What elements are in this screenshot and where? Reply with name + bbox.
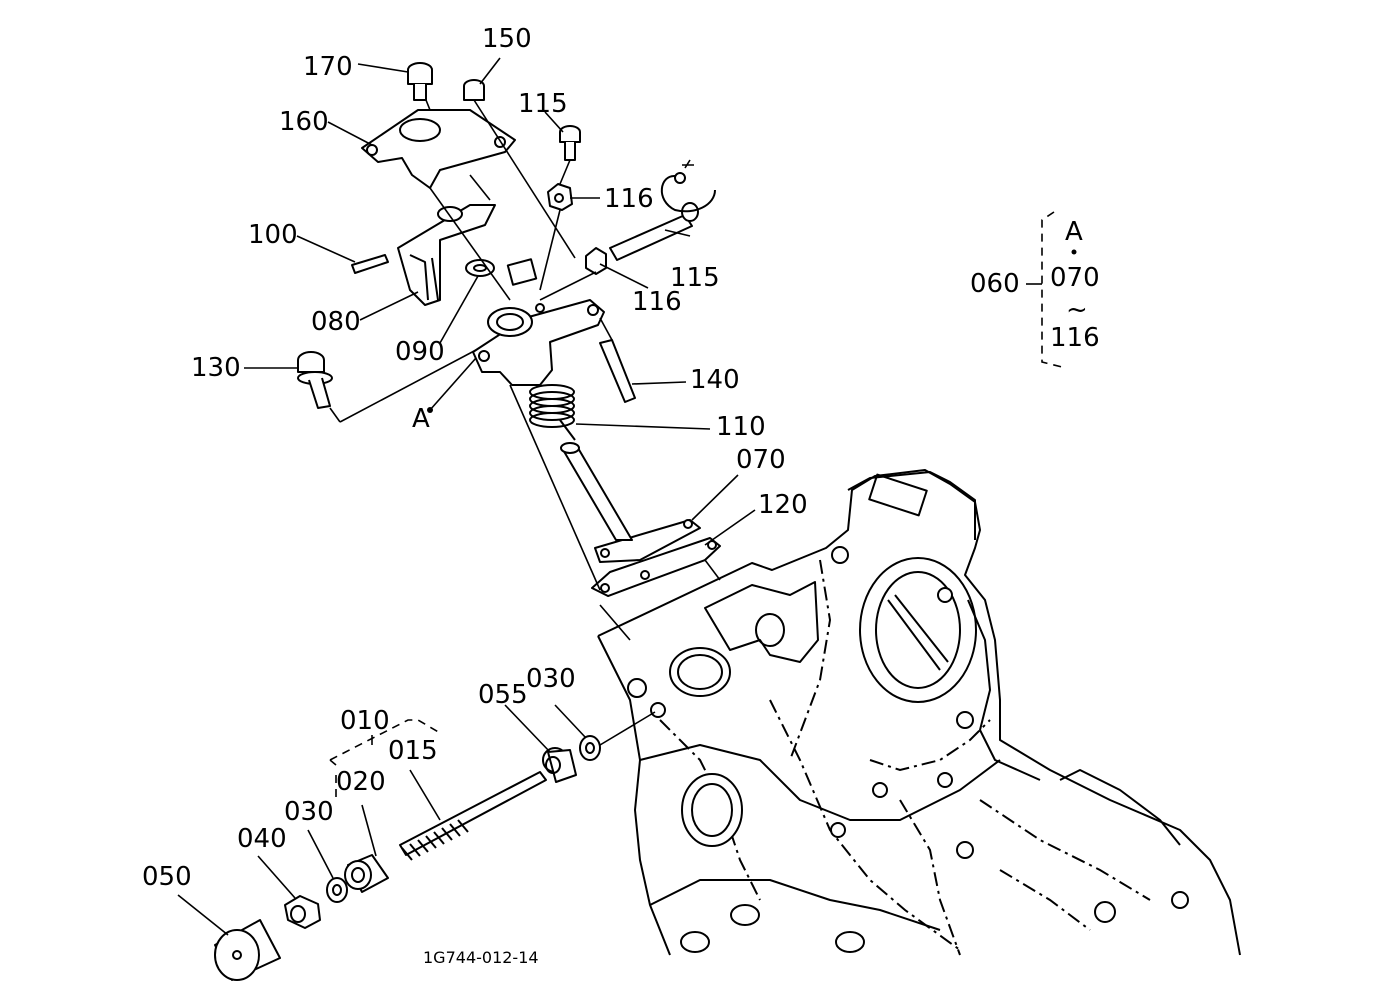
label-055: 055 bbox=[478, 680, 528, 710]
label-040: 040 bbox=[237, 824, 287, 854]
label-100: 100 bbox=[248, 220, 298, 250]
washer-030-lower bbox=[326, 877, 348, 903]
label-170: 170 bbox=[303, 52, 353, 82]
group-bracket-060 bbox=[1026, 211, 1077, 369]
stud-140 bbox=[599, 339, 636, 403]
label-116-lower: 116 bbox=[632, 287, 682, 317]
label-150: 150 bbox=[482, 24, 532, 54]
nut-116-lower bbox=[585, 247, 607, 275]
label-160: 160 bbox=[279, 107, 329, 137]
label-020: 020 bbox=[336, 767, 386, 797]
label-030-upper: 030 bbox=[526, 664, 576, 694]
part-labels: 170 150 160 115 116 100 115 116 080 090 … bbox=[142, 24, 1100, 967]
gasket-070 bbox=[594, 519, 701, 563]
sleeve-020 bbox=[344, 854, 389, 893]
group-ref-A: A bbox=[1065, 217, 1083, 247]
leader-lines bbox=[177, 57, 756, 936]
gasket-120 bbox=[591, 537, 721, 597]
label-010: 010 bbox=[340, 706, 390, 736]
group-start-070: 070 bbox=[1050, 263, 1100, 293]
drawing-code: 1G744-012-14 bbox=[423, 948, 539, 967]
label-090: 090 bbox=[395, 337, 445, 367]
stud-150 bbox=[463, 79, 485, 101]
label-140: 140 bbox=[690, 365, 740, 395]
bracket-080 bbox=[397, 204, 496, 306]
label-070: 070 bbox=[736, 445, 786, 475]
group-range-mark: ~ bbox=[1066, 295, 1088, 325]
pin-100 bbox=[351, 254, 389, 274]
label-030-lower: 030 bbox=[284, 797, 334, 827]
washer-090 bbox=[465, 259, 495, 277]
washer-030-upper bbox=[579, 735, 601, 761]
label-110: 110 bbox=[716, 412, 766, 442]
rod-015 bbox=[399, 771, 547, 861]
nut-116-upper bbox=[547, 183, 573, 211]
bolt-170 bbox=[407, 62, 433, 101]
label-015: 015 bbox=[388, 736, 438, 766]
knob-050 bbox=[214, 919, 281, 981]
plate-160 bbox=[361, 109, 516, 189]
assembly-bracket-010 bbox=[329, 719, 441, 800]
label-116-upper: 116 bbox=[604, 184, 654, 214]
bolt-130 bbox=[297, 351, 333, 409]
bolt-115-lower bbox=[609, 159, 716, 261]
label-060: 060 bbox=[970, 269, 1020, 299]
label-A: A bbox=[412, 404, 430, 434]
spring-110 bbox=[529, 384, 576, 441]
label-115-upper: 115 bbox=[518, 89, 568, 119]
governor-shaft bbox=[560, 442, 633, 541]
label-120: 120 bbox=[758, 490, 808, 520]
label-130: 130 bbox=[191, 353, 241, 383]
gear-case-housing bbox=[597, 469, 1241, 956]
label-050: 050 bbox=[142, 862, 192, 892]
collar-055 bbox=[542, 747, 577, 783]
governor-cover bbox=[472, 258, 605, 386]
nut-040 bbox=[284, 895, 321, 929]
label-115-lower: 115 bbox=[670, 263, 720, 293]
label-080: 080 bbox=[311, 307, 361, 337]
group-end-116: 116 bbox=[1050, 323, 1100, 353]
